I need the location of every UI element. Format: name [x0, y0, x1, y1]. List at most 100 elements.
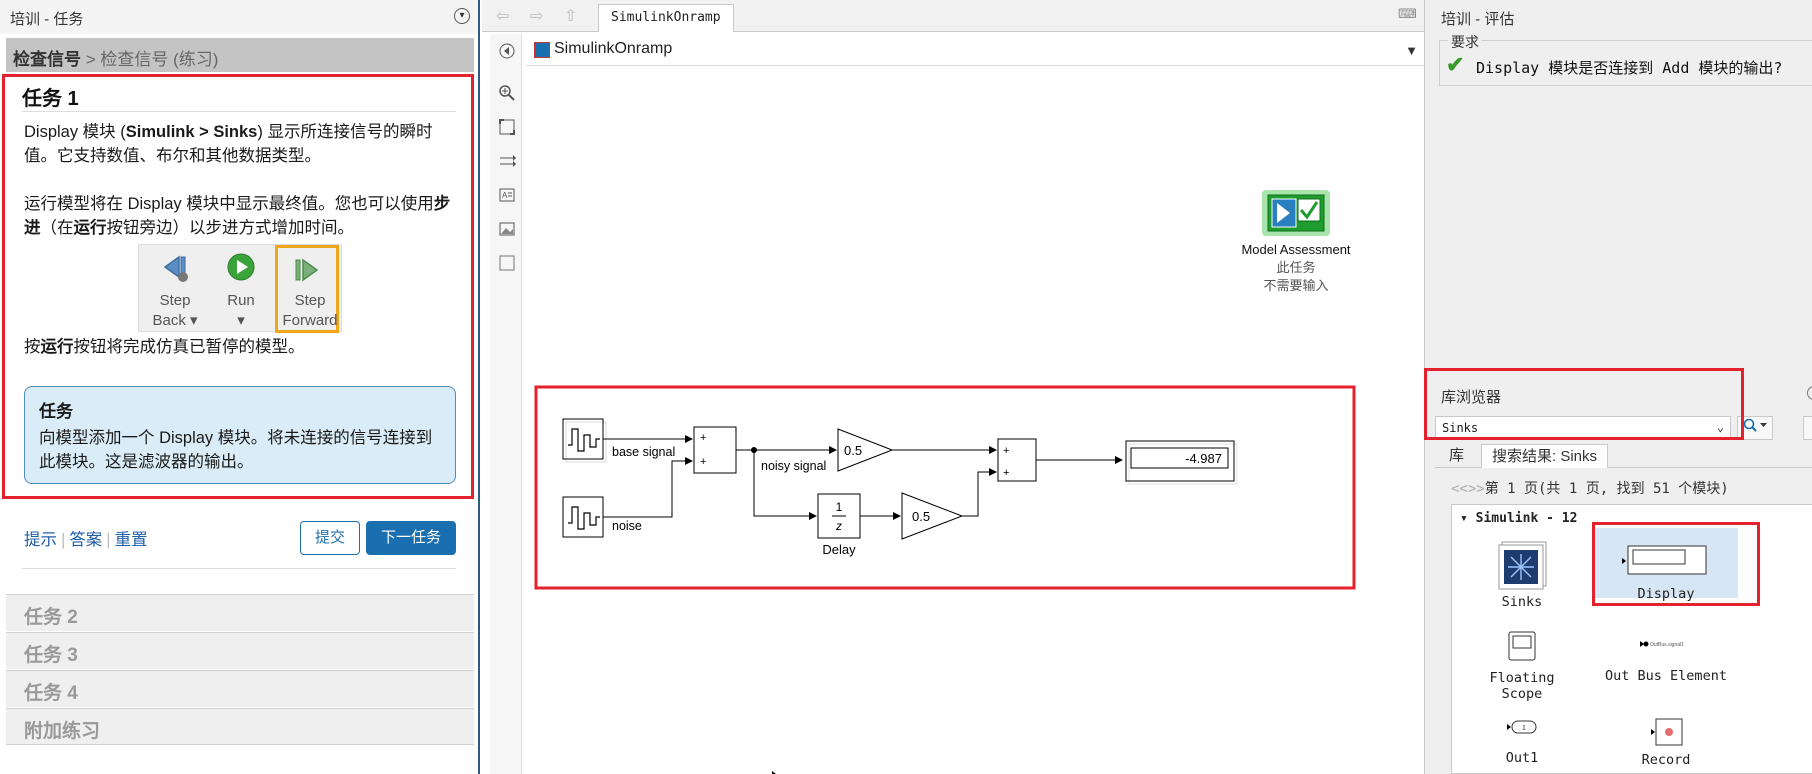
library-item-label: Sinks [1501, 594, 1543, 610]
model-assessment-note-2: 不需要输入 [1263, 278, 1328, 293]
library-item-label: Out1 [1505, 750, 1539, 766]
task1-title: 任务 1 [22, 88, 79, 110]
delay-label: Delay [822, 542, 856, 557]
reset-link[interactable]: 重置 [114, 531, 148, 549]
delay-numerator: 1 [836, 500, 843, 514]
next-task-button[interactable]: 下一任务 [366, 521, 456, 555]
library-browser-title: 库浏览器 [1441, 389, 1502, 406]
library-item-display[interactable]: Display [1596, 540, 1736, 602]
task-instruction-text: 向模型添加一个 Display 模块。将未连接的信号连接到此模块。这是滤波器的输… [39, 429, 433, 471]
task-links: 提示|答案|重置 [24, 526, 148, 550]
noisy-signal-label: noisy signal [761, 459, 826, 473]
display-block[interactable] [1125, 440, 1238, 485]
chevron-down-icon[interactable]: ⌄ [1716, 420, 1724, 434]
text-span: 按钮旁边）以步进方式增加时间。 [106, 219, 355, 237]
model-tab[interactable]: SimulinkOnramp [598, 4, 734, 32]
label-line: Forward [282, 312, 338, 329]
plus-sign: + [700, 456, 706, 468]
library-item-record[interactable]: Record [1596, 716, 1736, 768]
search-icon [1743, 418, 1767, 432]
task-row-4[interactable]: 任务 4 [6, 670, 474, 707]
pager-text: 第 1 页(共 1 页, 找到 51 个模块) [1484, 481, 1729, 497]
delay-block[interactable] [817, 493, 861, 539]
divider [22, 568, 456, 569]
breadcrumb-chapter[interactable]: 检查信号 [13, 50, 81, 69]
library-browser-highlight [1424, 368, 1744, 440]
model-assessment-block[interactable] [1262, 190, 1330, 236]
requirement-text: Display 模块是否连接到 Add 模块的输出? [1476, 59, 1783, 77]
sine-source-block[interactable] [562, 418, 607, 463]
tab-search-results[interactable]: 搜索结果: Sinks [1481, 444, 1609, 468]
collapse-icon[interactable]: ▾ [454, 8, 470, 24]
annotation-icon[interactable]: A [498, 186, 516, 204]
model-canvas[interactable]: Model Assessment 此任务 不需要输入 base signal n… [526, 67, 1424, 774]
add-block-2[interactable] [997, 438, 1037, 482]
answer-link[interactable]: 答案 [69, 531, 103, 549]
library-item-out-bus-element[interactable]: OutBus.signal1 Out Bus Element [1596, 636, 1736, 684]
text-span: ) 显示所连接信号的瞬时值。它支持数值、布尔和其他数据类型。 [24, 123, 433, 165]
base-signal-label: base signal [612, 445, 675, 459]
signal-line[interactable] [603, 457, 693, 518]
task1-paragraph-2: 运行模型将在 Display 模块中显示最终值。您也可以使用步进（在运行按钮旁边… [24, 192, 460, 240]
submit-button[interactable]: 提交 [300, 521, 360, 555]
checkmark-icon: ✔ [1446, 52, 1465, 77]
task-row-3[interactable]: 任务 3 [6, 632, 474, 669]
library-item-out1[interactable]: 1 Out1 [1452, 718, 1592, 766]
divider [22, 111, 456, 112]
search-value: Sinks [1442, 421, 1479, 435]
forward-arrow-icon[interactable]: ⇨ [530, 8, 544, 25]
keyboard-icon[interactable]: ⌨ [1398, 6, 1417, 21]
out1-icon: 1 [1507, 720, 1537, 734]
next-page-icon[interactable]: >> [1467, 481, 1485, 497]
fit-view-icon[interactable] [498, 118, 516, 136]
signal-arrows-icon[interactable] [498, 152, 516, 170]
model-path[interactable]: SimulinkOnramp [554, 40, 673, 57]
signal-line[interactable] [753, 450, 817, 520]
gain-1-value: 0.5 [844, 443, 862, 458]
task-instruction-heading: 任务 [39, 402, 73, 421]
library-item-sinks[interactable]: Sinks [1452, 538, 1592, 610]
assessment-title: 培训 - 评估 [1441, 11, 1515, 28]
area-icon[interactable] [498, 254, 516, 272]
back-arrow-icon[interactable]: ⇦ [496, 8, 510, 25]
hide-browser-icon[interactable] [498, 42, 516, 60]
noise-source-block[interactable] [562, 496, 604, 538]
out-bus-element-icon: OutBus.signal1 [1640, 641, 1684, 648]
link-separator: | [61, 531, 66, 549]
record-icon [1651, 718, 1683, 746]
view-toggle-icon[interactable] [1803, 416, 1812, 440]
label-line: Step [294, 292, 326, 309]
help-icon[interactable]: ? [1807, 386, 1812, 400]
model-highlight-box [534, 385, 1356, 590]
gain-block-2[interactable] [901, 492, 964, 540]
text-span: Display 模块 ( [24, 123, 126, 141]
task1-paragraph-1: Display 模块 (Simulink > Sinks) 显示所连接信号的瞬时… [24, 120, 460, 168]
task-row-2[interactable]: 任务 2 [6, 594, 474, 631]
plus-sign: + [700, 432, 706, 444]
add-block-1[interactable] [693, 426, 737, 474]
mouse-cursor-icon [772, 771, 776, 774]
task-instruction-box: 任务 向模型添加一个 Display 模块。将未连接的信号连接到此模块。这是滤波… [24, 386, 456, 484]
gain-block-1[interactable] [837, 428, 894, 472]
chevron-down-icon[interactable]: ▼ [1405, 43, 1418, 58]
signal-line[interactable] [962, 468, 997, 517]
result-group-header[interactable]: ▾ Simulink - 12 [1460, 511, 1578, 526]
zoom-icon[interactable] [498, 84, 516, 102]
library-item-label: Display [1637, 586, 1695, 602]
up-arrow-icon[interactable]: ⇧ [564, 8, 578, 25]
task-row-extra[interactable]: 附加练习 [6, 708, 474, 745]
model-assessment-label: Model Assessment [1241, 242, 1350, 257]
library-item-floating-scope[interactable]: Floating Scope [1452, 630, 1592, 702]
hint-link[interactable]: 提示 [24, 531, 57, 549]
display-highlight [1592, 522, 1760, 606]
step-forward-icon [295, 258, 319, 282]
prev-page-icon[interactable]: << [1451, 481, 1468, 497]
plus-sign: + [1003, 445, 1009, 457]
out1-tiny-label: 1 [1522, 725, 1526, 732]
run-label: Run▾ [209, 291, 273, 331]
library-item-label: Out Bus Element [1605, 668, 1727, 684]
tab-library[interactable]: 库 [1449, 447, 1465, 464]
image-icon[interactable] [498, 220, 516, 238]
